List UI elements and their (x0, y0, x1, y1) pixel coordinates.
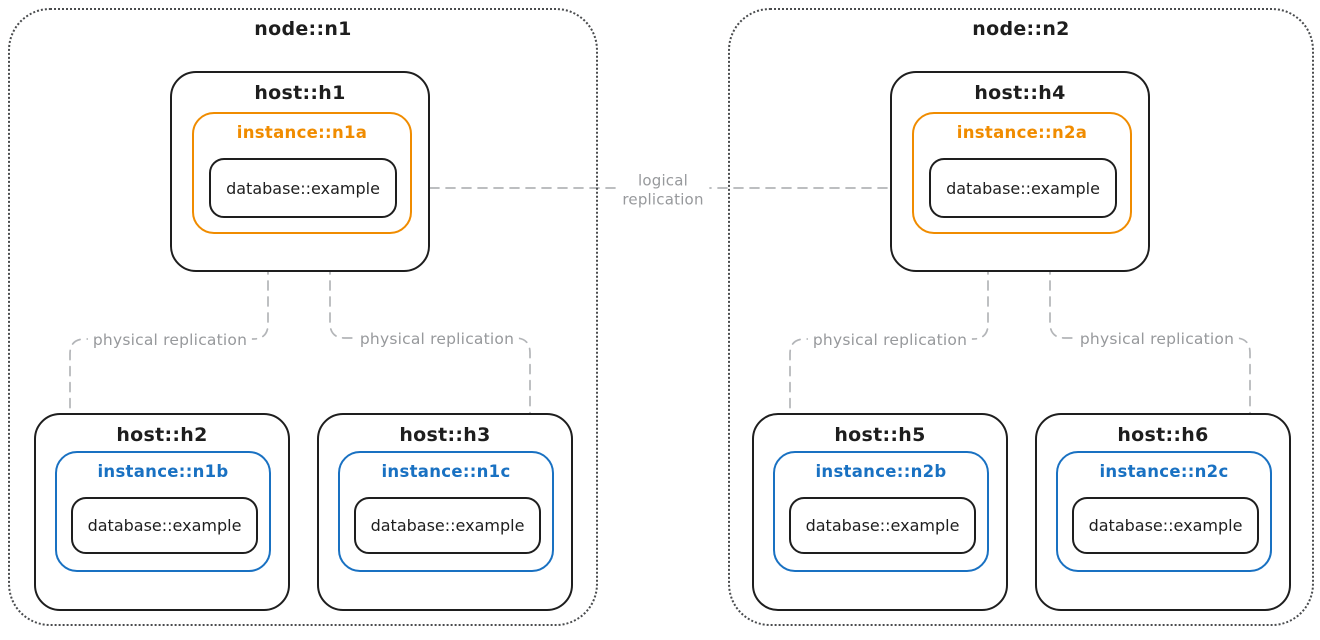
host-box-h4: host::h4 instance::n2a database::example (890, 71, 1150, 272)
database-label: database::example (226, 178, 380, 198)
instance-title: instance::n1a (236, 123, 368, 142)
node-title: node::n1 (254, 18, 352, 40)
instance-title: instance::n1b (97, 462, 229, 481)
logical-replication-label: logical replication (616, 170, 710, 210)
instance-box-n1b: instance::n1b database::example (55, 451, 271, 572)
database-box: database::example (929, 158, 1117, 218)
instance-title: instance::n2c (1099, 462, 1229, 481)
connector-label-text: physical replication (812, 331, 968, 349)
instance-title: instance::n2b (815, 462, 947, 481)
database-box: database::example (71, 497, 258, 554)
database-box: database::example (1072, 497, 1259, 554)
node-title: node::n2 (972, 18, 1070, 40)
instance-box-n2c: instance::n2c database::example (1056, 451, 1272, 572)
physical-replication-label: physical replication (87, 331, 253, 349)
connector-label-text: physical replication (359, 330, 515, 348)
database-label: database::example (1088, 516, 1243, 535)
host-box-h2: host::h2 instance::n1b database::example (34, 413, 290, 611)
instance-box-n1a: instance::n1a database::example (192, 112, 412, 234)
node-box-n1: node::n1 host::h1 instance::n1a database… (8, 8, 598, 626)
host-box-h5: host::h5 instance::n2b database::example (752, 413, 1008, 611)
database-label: database::example (87, 516, 242, 535)
instance-box-n2a: instance::n2a database::example (912, 112, 1132, 234)
host-box-h3: host::h3 instance::n1c database::example (317, 413, 573, 611)
database-box: database::example (209, 158, 397, 218)
database-label: database::example (946, 178, 1100, 198)
host-title: host::h2 (116, 424, 208, 446)
host-title: host::h1 (254, 82, 346, 104)
physical-replication-label: physical replication (354, 330, 520, 348)
instance-box-n2b: instance::n2b database::example (773, 451, 989, 572)
host-title: host::h4 (974, 82, 1066, 104)
connector-label-text: logical (637, 171, 689, 190)
physical-replication-label: physical replication (807, 331, 973, 349)
connector-label-text: physical replication (1079, 330, 1235, 348)
database-box: database::example (354, 497, 541, 554)
connector-label-text: replication (622, 190, 704, 208)
host-title: host::h6 (1117, 424, 1209, 446)
physical-replication-label: physical replication (1074, 330, 1240, 348)
node-box-n2: node::n2 host::h4 instance::n2a database… (728, 8, 1314, 626)
instance-box-n1c: instance::n1c database::example (338, 451, 554, 572)
host-title: host::h3 (399, 424, 491, 446)
instance-title: instance::n2a (956, 123, 1088, 142)
database-label: database::example (370, 516, 525, 535)
host-box-h6: host::h6 instance::n2c database::example (1035, 413, 1291, 611)
host-title: host::h5 (834, 424, 926, 446)
database-label: database::example (805, 516, 960, 535)
connector-label-text: physical replication (92, 331, 248, 349)
database-box: database::example (789, 497, 976, 554)
host-box-h1: host::h1 instance::n1a database::example (170, 71, 430, 272)
instance-title: instance::n1c (381, 462, 511, 481)
